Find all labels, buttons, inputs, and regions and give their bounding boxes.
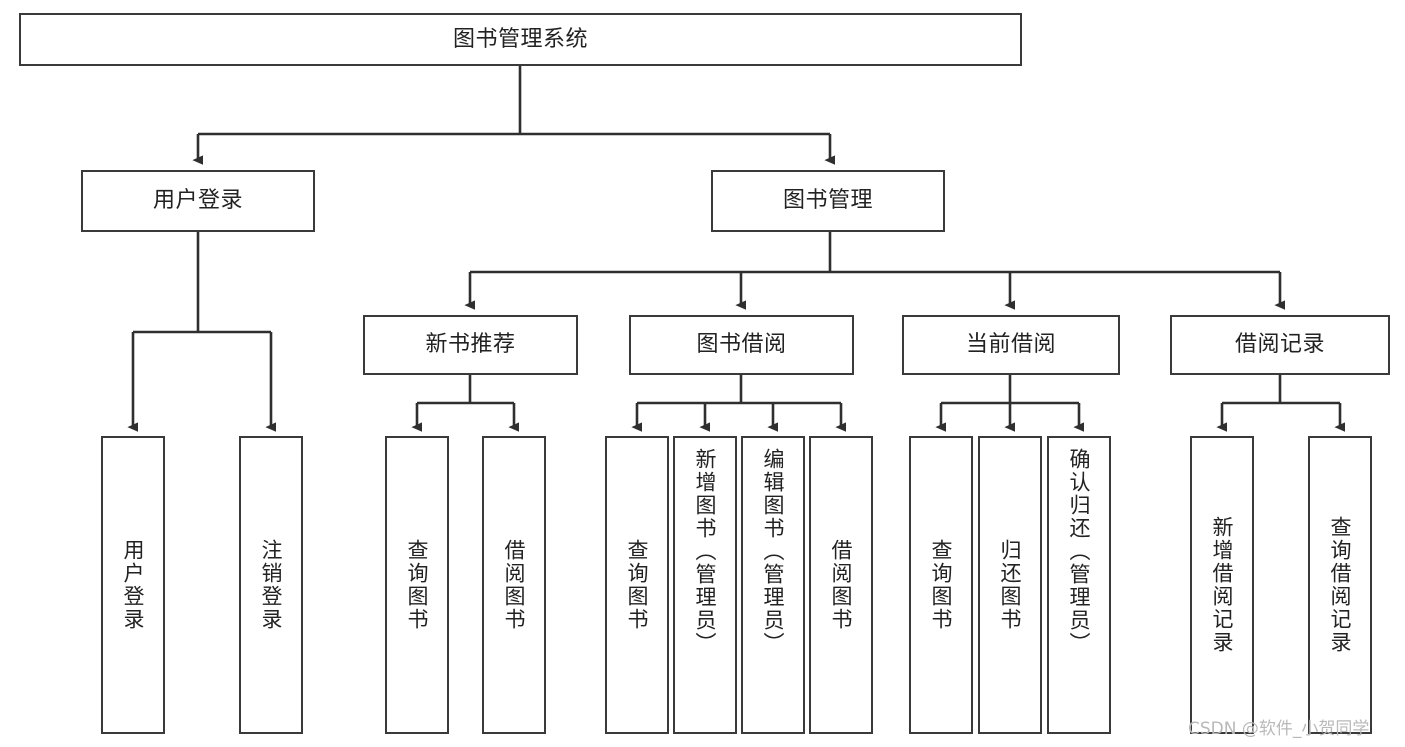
node-label: 查询图书 [625, 539, 650, 631]
leaf-user-login[interactable]: 用户登录 [101, 436, 165, 734]
node-label: 借阅图书 [502, 539, 527, 631]
leaf-confirm-return-admin[interactable]: 确认归还（管理员） [1047, 436, 1111, 734]
node-label: 查询借阅记录 [1328, 516, 1353, 654]
node-root-system[interactable]: 图书管理系统 [19, 13, 1022, 66]
leaf-edit-book-admin[interactable]: 编辑图书（管理员） [741, 436, 805, 734]
node-book-management[interactable]: 图书管理 [711, 170, 945, 232]
node-label: 用户登录 [121, 539, 146, 631]
node-label: 图书管理 [782, 188, 873, 214]
node-label: 归还图书 [998, 539, 1023, 631]
node-book-borrow[interactable]: 图书借阅 [629, 315, 854, 375]
node-current-borrow[interactable]: 当前借阅 [902, 315, 1120, 375]
node-user-login[interactable]: 用户登录 [81, 170, 315, 232]
node-label: 编辑图书（管理员） [761, 448, 786, 655]
leaf-return-book[interactable]: 归还图书 [978, 436, 1042, 734]
leaf-logout[interactable]: 注销登录 [239, 436, 303, 734]
node-borrow-record[interactable]: 借阅记录 [1170, 315, 1390, 375]
node-label: 用户登录 [152, 188, 243, 214]
leaf-borrow-book-recommend[interactable]: 借阅图书 [482, 436, 546, 734]
node-label: 借阅记录 [1234, 332, 1325, 358]
node-label: 查询图书 [405, 539, 430, 631]
node-label: 借阅图书 [829, 539, 854, 631]
node-label: 注销登录 [259, 539, 284, 631]
node-label: 图书管理系统 [452, 26, 588, 52]
leaf-query-book-recommend[interactable]: 查询图书 [385, 436, 449, 734]
node-label: 当前借阅 [965, 332, 1056, 358]
node-label: 新增图书（管理员） [693, 448, 718, 655]
leaf-borrow-book[interactable]: 借阅图书 [809, 436, 873, 734]
node-label: 确认归还（管理员） [1067, 448, 1092, 655]
node-label: 新增借阅记录 [1210, 516, 1235, 654]
node-label: 新书推荐 [425, 332, 516, 358]
leaf-add-borrow-record[interactable]: 新增借阅记录 [1190, 436, 1254, 734]
leaf-query-book-borrow[interactable]: 查询图书 [605, 436, 669, 734]
node-label: 图书借阅 [696, 332, 787, 358]
csdn-watermark: CSDN @软件_小贺同学 [1188, 719, 1370, 739]
leaf-query-book-current[interactable]: 查询图书 [909, 436, 973, 734]
leaf-add-book-admin[interactable]: 新增图书（管理员） [673, 436, 737, 734]
node-label: 查询图书 [929, 539, 954, 631]
leaf-query-borrow-record[interactable]: 查询借阅记录 [1308, 436, 1372, 734]
node-new-book-recommend[interactable]: 新书推荐 [363, 315, 578, 375]
